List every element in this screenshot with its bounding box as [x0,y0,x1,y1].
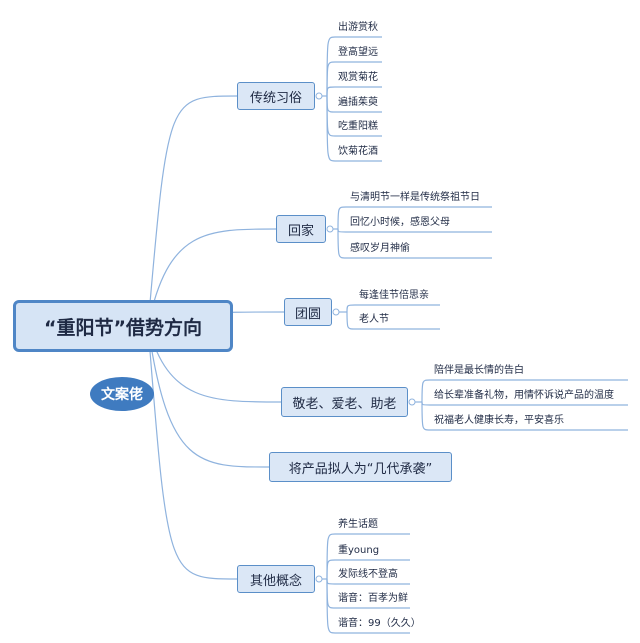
author-badge: 文案佬 [90,377,154,411]
central-topic[interactable]: “重阳节”借势方向 [13,300,233,352]
branch-node[interactable]: 敬老、爱老、助老 [281,387,408,417]
branch-node[interactable]: 其他概念 [237,565,315,593]
leaf-connector [421,379,628,403]
branch-node[interactable]: 团圆 [284,298,332,326]
leaf-connector [421,401,628,431]
leaf-topic[interactable]: 遍插茱萸 [338,97,378,108]
branch-connector [147,325,238,580]
branch-connector [147,228,277,327]
leaf-connector [346,304,440,313]
leaf-topic[interactable]: 发际线不登高 [338,569,398,580]
leaf-connector [326,95,382,162]
leaf-topic[interactable]: 养生话题 [338,519,378,530]
leaf-connector [346,311,440,330]
leaf-connector [337,228,492,259]
leaf-topic[interactable]: 老人节 [359,314,389,325]
leaf-topic[interactable]: 每逢佳节倍思亲 [359,290,429,301]
leaf-topic[interactable]: 谐音：百孝为鲜 [338,593,408,604]
leaf-connector [326,61,382,97]
leaf-topic[interactable]: 出游赏秋 [338,22,378,33]
leaf-topic[interactable]: 重young [338,545,380,556]
leaf-topic[interactable]: 饮菊花酒 [338,146,378,157]
leaf-topic[interactable]: 给长辈准备礼物，用情怀诉说产品的温度 [434,390,614,401]
leaf-topic[interactable]: 观赏菊花 [338,72,378,83]
leaf-topic[interactable]: 陪伴是最长情的告白 [434,365,524,376]
collapse-toggle-icon[interactable] [315,575,323,583]
branch-node[interactable]: 回家 [276,215,326,243]
leaf-connector [326,578,410,634]
leaf-topic[interactable]: 登高望远 [338,47,378,58]
leaf-topic[interactable]: 感叹岁月神偷 [350,243,410,254]
leaf-topic[interactable]: 祝福老人健康长寿，平安喜乐 [434,415,564,426]
branch-connector [147,325,270,468]
leaf-topic[interactable]: 谐音：99（久久） [338,618,421,629]
collapse-toggle-icon[interactable] [332,308,340,316]
collapse-toggle-icon[interactable] [408,398,416,406]
leaf-topic[interactable]: 回忆小时候，感恩父母 [350,217,450,228]
leaf-connector [326,86,382,97]
leaf-topic[interactable]: 与清明节一样是传统祭祖节日 [350,192,480,203]
branch-node[interactable]: 传统习俗 [237,82,315,110]
leaf-connector [326,559,410,580]
branch-node[interactable]: 将产品拟人为“几代承袭” [269,452,452,482]
branch-connector [147,95,238,327]
leaf-connector [337,206,492,230]
collapse-toggle-icon[interactable] [315,92,323,100]
collapse-toggle-icon[interactable] [326,225,334,233]
leaf-topic[interactable]: 吃重阳糕 [338,121,378,132]
